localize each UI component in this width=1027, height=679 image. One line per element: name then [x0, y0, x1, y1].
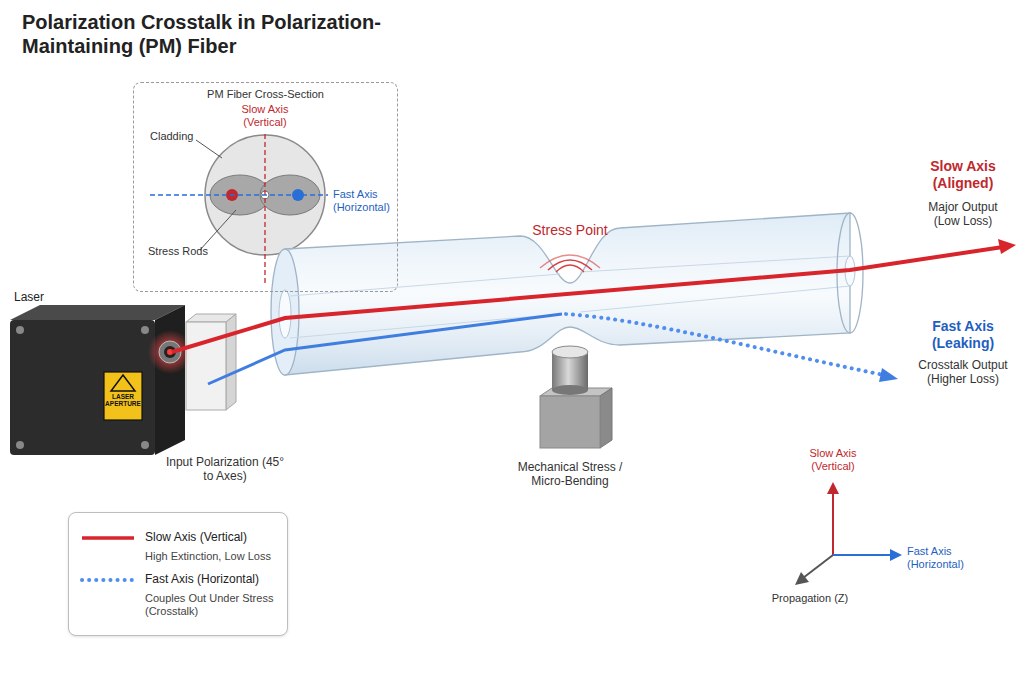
part-label: Mechanical Stress / Micro-Bending — [505, 460, 635, 489]
legend-text: Fast Axis (Horizontal) — [145, 572, 280, 586]
axis-label: Slow Axis (Vertical) — [798, 447, 868, 473]
slow-beam — [172, 239, 1016, 352]
part-label: Stress Rods — [148, 245, 218, 258]
legend-sample — [80, 574, 136, 586]
panel-heading: PM Fiber Cross-Section — [140, 88, 391, 101]
output-label: Slow Axis (Aligned) — [913, 158, 1013, 192]
output-note: Major Output (Low Loss) — [918, 200, 1008, 229]
polarizer — [186, 314, 236, 410]
stress-actuator — [540, 346, 612, 448]
stress-ripples — [540, 255, 600, 272]
laser-source — [10, 305, 192, 455]
legend-note: High Extinction, Low Loss — [145, 550, 280, 563]
output-note: Crosstalk Output (Higher Loss) — [908, 358, 1018, 387]
axis-label: Slow Axis (Vertical) — [228, 103, 302, 129]
title: Polarization Crosstalk in Polarization-M… — [22, 10, 422, 58]
legend-line — [82, 578, 134, 582]
axis-triad — [795, 482, 902, 585]
legend-text: Slow Axis (Vertical) — [145, 530, 280, 544]
legend-sample — [80, 532, 136, 544]
output-label: Fast Axis (Leaking) — [913, 318, 1013, 352]
warning-text: LASER APERTURE — [104, 394, 142, 408]
axis-label: Fast Axis (Horizontal) — [333, 188, 395, 214]
legend-line — [82, 536, 134, 540]
callout-label: Stress Point — [500, 222, 640, 239]
axis-label: Fast Axis (Horizontal) — [907, 545, 979, 571]
part-label: Cladding — [150, 130, 210, 143]
legend-note: Couples Out Under Stress (Crosstalk) — [145, 592, 280, 618]
axis-label: Propagation (Z) — [770, 592, 850, 605]
part-label: Laser — [14, 290, 74, 304]
part-label: Input Polarization (45° to Axes) — [160, 455, 290, 484]
